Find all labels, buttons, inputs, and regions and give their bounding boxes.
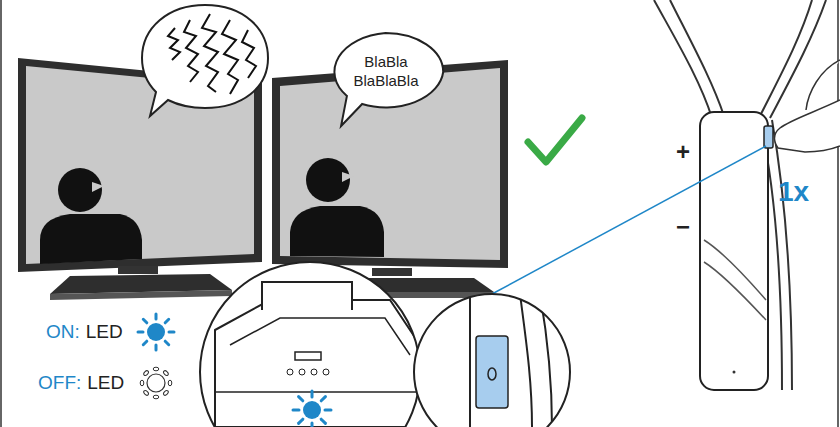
bubble-text: BlaBla BlaBlaBla (345, 53, 427, 91)
headset (654, 0, 840, 390)
led-label: LED (87, 373, 124, 392)
led-on-icon (138, 314, 174, 350)
plus-sign: + (676, 140, 690, 164)
check-mark (528, 118, 582, 162)
led-label: LED (86, 322, 123, 341)
noise-bubble (142, 5, 268, 116)
off-label: OFF: (38, 373, 81, 392)
leader-line (492, 146, 766, 294)
frame-line (0, 0, 2, 427)
press-count: 1x (778, 178, 809, 206)
speech-bubble: BlaBla BlaBlaBla (327, 32, 444, 112)
zoom-button (414, 294, 570, 427)
led-off-icon (140, 367, 172, 399)
zoom-base (200, 262, 420, 427)
frame-line (837, 0, 839, 427)
on-label: ON: (46, 322, 80, 341)
minus-sign: − (676, 215, 690, 239)
